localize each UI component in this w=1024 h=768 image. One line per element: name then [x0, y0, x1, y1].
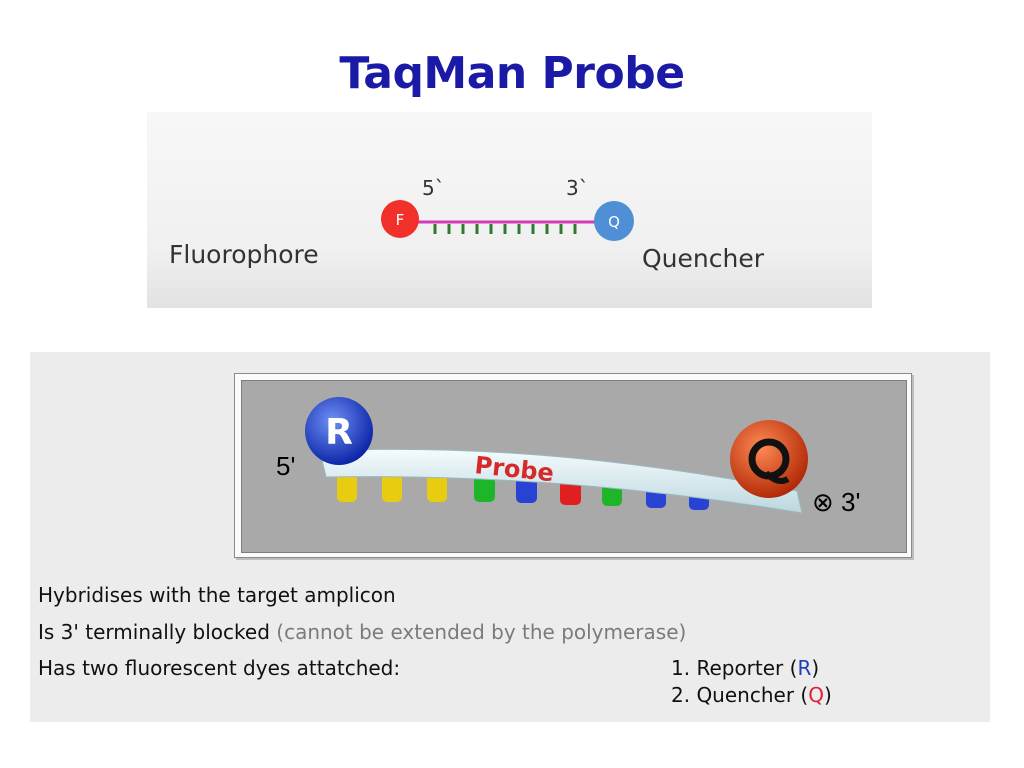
slide-title: TaqMan Probe — [339, 48, 685, 99]
probe-3d-svg: Probe R — [305, 397, 808, 514]
simple-probe-svg: F Q — [381, 200, 634, 241]
probe-3d-figure: Probe R 5' ⊗ 3' — [241, 380, 907, 553]
quencher-dot — [594, 201, 634, 241]
quencher-symbol-tail — [763, 470, 790, 484]
dye-item-quencher-prefix: 2. Quencher ( — [671, 683, 809, 707]
three-prime-blocked-label: ⊗ 3' — [812, 487, 861, 517]
fact-blocked-main: Is 3' terminally blocked — [38, 620, 270, 644]
five-prime-end-label: 5' — [276, 451, 296, 481]
five-prime-label: 5` — [422, 176, 445, 200]
reporter-sphere — [305, 397, 373, 465]
dye-item-quencher-suffix: ) — [823, 683, 832, 707]
dye-item-reporter-suffix: ) — [811, 656, 820, 680]
probe-3d-figure-frame: Probe R 5' ⊗ 3' — [234, 373, 912, 558]
quencher-letter-inline: Q — [808, 683, 824, 707]
fact-hybridises: Hybridises with the target amplicon — [38, 583, 396, 607]
quencher-letter: Q — [608, 213, 620, 231]
fluorophore-letter: F — [396, 211, 405, 229]
reporter-letter-inline: R — [797, 656, 812, 680]
dye-item-reporter-prefix: 1. Reporter ( — [671, 656, 798, 680]
fact-blocked: Is 3' terminally blocked (cannot be exte… — [38, 620, 686, 644]
quencher-label: Quencher — [642, 244, 764, 273]
reporter-letter: R — [325, 412, 353, 453]
fact-dyes: Has two fluorescent dyes attatched: — [38, 656, 401, 680]
three-prime-label: 3` — [566, 176, 589, 200]
probe-explanation-panel: Probe R 5' ⊗ 3' Hybridises with the targ… — [30, 352, 990, 722]
probe-backbone — [319, 448, 803, 514]
simple-probe-diagram: F Q 5` 3` Fluorophore Quencher — [147, 112, 872, 308]
dye-item-reporter: 1. Reporter (R) — [671, 656, 819, 680]
quencher-sphere — [730, 420, 808, 498]
dye-item-quencher: 2. Quencher (Q) — [671, 683, 832, 707]
fluorophore-dot — [381, 200, 419, 238]
fluorophore-label: Fluorophore — [169, 240, 319, 269]
base-ticks — [433, 224, 577, 234]
fact-blocked-note: (cannot be extended by the polymerase) — [276, 620, 687, 644]
